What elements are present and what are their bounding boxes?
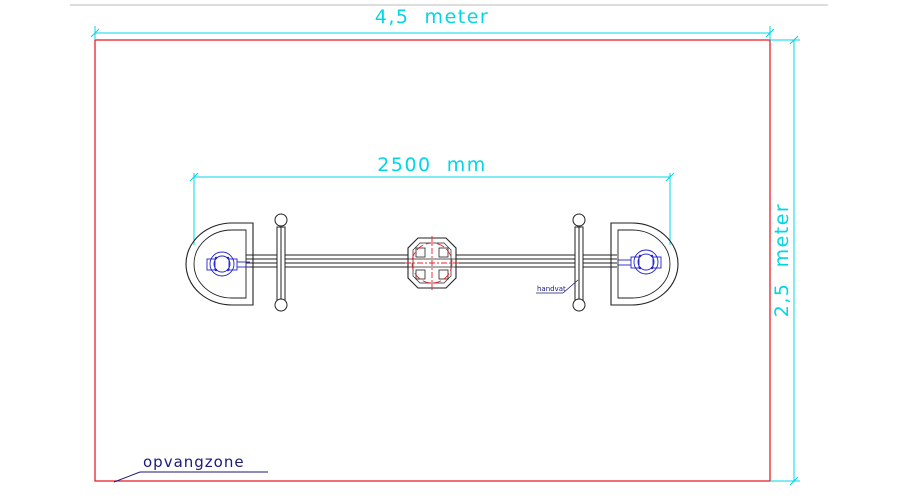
opvangzone-leader: [113, 471, 268, 483]
height-dimension-label: 2,5 meter: [771, 203, 793, 317]
handvat-leader: [536, 279, 579, 294]
height-dimension: [770, 35, 800, 486]
width-dimension-label: 4,5 meter: [375, 6, 489, 28]
opvangzone-label: opvangzone: [143, 453, 245, 471]
width-dimension: [90, 26, 775, 40]
left-handle: [274, 213, 288, 312]
right-handle: [572, 213, 586, 312]
length-dimension-label: 2500 mm: [377, 154, 486, 176]
left-seat: [185, 222, 254, 306]
right-seat-mount: [618, 249, 662, 275]
handvat-label: handvat: [537, 285, 566, 293]
left-seat-mount: [206, 251, 250, 277]
left-seat-bolts: [214, 256, 230, 272]
right-seat-bolts: [638, 254, 654, 270]
length-dimension: [189, 172, 675, 245]
pivot-center-mark: [405, 236, 459, 290]
opvangzone-border: [94, 39, 771, 482]
right-seat: [610, 222, 679, 306]
